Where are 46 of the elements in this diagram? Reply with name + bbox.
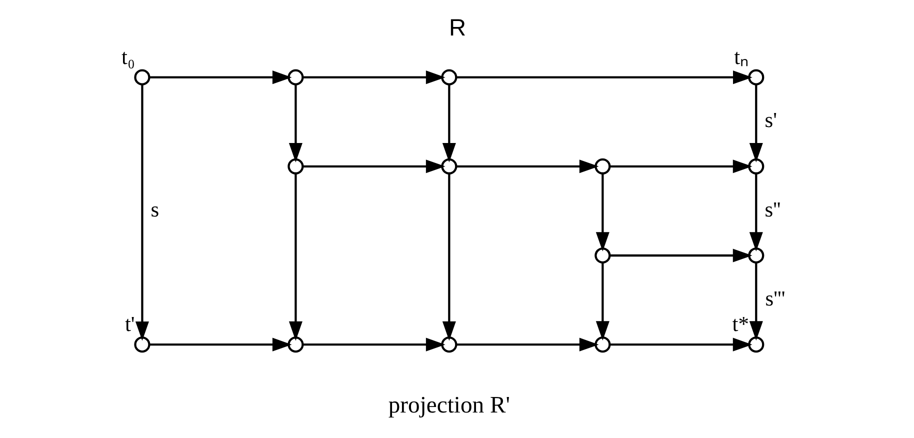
node-label: t*	[732, 312, 748, 336]
arrow	[748, 262, 762, 340]
arrow	[748, 84, 762, 162]
diagram-title: R	[448, 16, 466, 42]
node-circle	[594, 247, 610, 264]
node-circle	[287, 69, 304, 86]
arrow	[442, 84, 456, 162]
arrow	[595, 173, 609, 252]
arrow	[748, 173, 762, 252]
arrow	[456, 70, 752, 84]
arrow	[302, 160, 445, 174]
arrow	[456, 338, 598, 352]
edge-label: s	[150, 197, 159, 222]
arrow	[609, 338, 752, 352]
caption: projection R'	[388, 392, 510, 418]
node-circle	[287, 158, 304, 174]
arrow	[148, 338, 292, 352]
node-circle	[748, 158, 764, 174]
arrow	[609, 248, 752, 262]
node-circle	[748, 69, 764, 86]
edge-label: s'	[764, 108, 776, 132]
arrow	[134, 84, 148, 341]
node-circle	[594, 336, 610, 353]
node-circle	[748, 336, 764, 353]
node-circle	[440, 336, 457, 353]
arrow	[609, 160, 752, 174]
node-circle	[440, 69, 457, 86]
node-label: t'	[124, 312, 134, 336]
node-circle	[287, 336, 304, 353]
node-circle	[440, 158, 457, 174]
edge-label: s''	[764, 197, 780, 222]
edge-label: s'''	[764, 286, 785, 310]
node-label: tₙ	[734, 44, 749, 69]
node-circle	[594, 158, 610, 174]
node-circle	[134, 69, 150, 86]
arrow	[302, 338, 445, 352]
arrow	[442, 174, 456, 341]
arrow	[456, 160, 598, 174]
node-label: t₀	[121, 44, 134, 69]
node-circle	[134, 336, 150, 353]
arrow	[288, 174, 302, 341]
arrow	[288, 84, 302, 162]
arrow	[302, 70, 445, 84]
arrow	[148, 70, 292, 84]
node-circle	[748, 247, 764, 264]
arrow	[595, 262, 609, 340]
